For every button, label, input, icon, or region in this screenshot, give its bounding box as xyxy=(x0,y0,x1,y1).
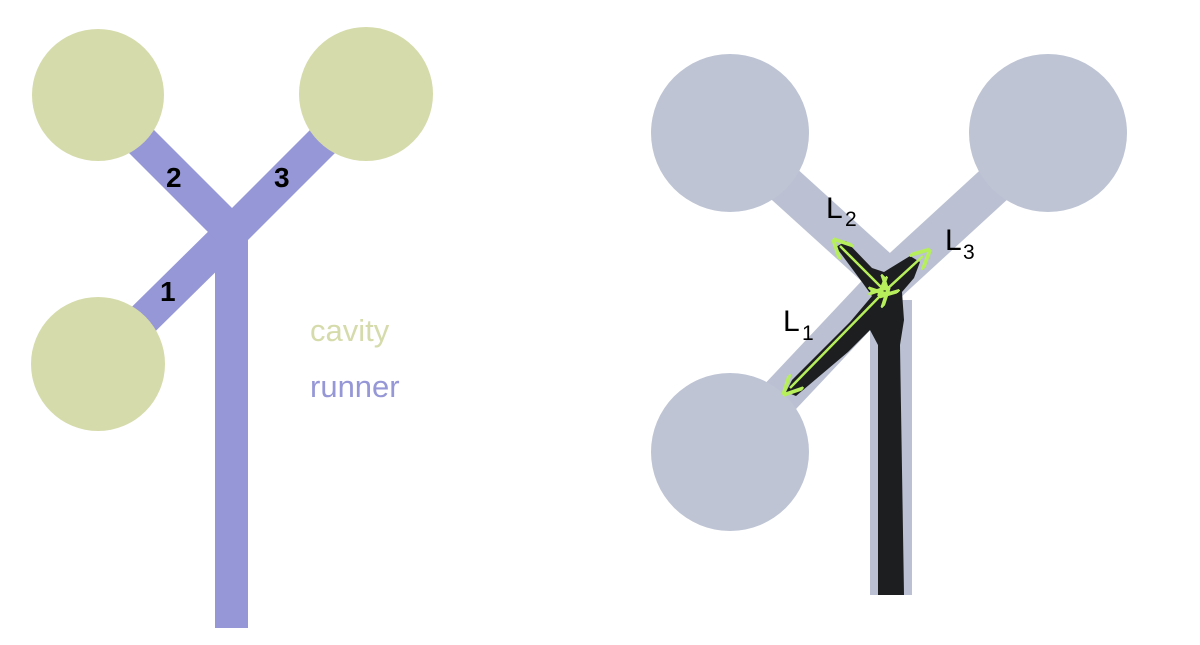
right-cavities xyxy=(651,54,1127,531)
length-label-L3-letter: L xyxy=(945,224,962,257)
legend-runner: runner xyxy=(310,369,400,404)
length-label-L1: L 1 xyxy=(783,305,814,345)
left-diagram: 1 2 3 cavity runner xyxy=(31,27,433,628)
cavity-top-right xyxy=(299,27,433,161)
legend-cavity: cavity xyxy=(310,313,390,348)
length-label-L3: L 3 xyxy=(945,224,975,264)
length-label-L1-subscript: 1 xyxy=(802,322,814,345)
grey-cavity-bottom-left xyxy=(651,373,809,531)
length-label-L3-subscript: 3 xyxy=(963,241,975,264)
arrow-L2 xyxy=(840,246,882,288)
length-label-L2-letter: L xyxy=(826,192,843,225)
runner-sprue xyxy=(215,228,248,628)
runner-label-1: 1 xyxy=(160,276,176,307)
grey-cavity-top-right xyxy=(969,54,1127,212)
arrow-L3 xyxy=(886,256,923,290)
runner-label-2: 2 xyxy=(166,162,182,193)
runner-label-3: 3 xyxy=(274,162,290,193)
length-arrows xyxy=(790,246,923,388)
length-label-L2-subscript: 2 xyxy=(845,208,857,231)
cavity-bottom-left xyxy=(31,297,165,431)
left-cavities xyxy=(31,27,433,431)
grey-cavity-top-left xyxy=(651,54,809,212)
length-label-L2: L 2 xyxy=(826,192,857,231)
length-label-L1-letter: L xyxy=(783,305,800,338)
cavity-top-left xyxy=(32,29,164,161)
right-diagram: L 1 L 2 L 3 xyxy=(651,54,1127,595)
arrow-L1 xyxy=(790,294,882,388)
